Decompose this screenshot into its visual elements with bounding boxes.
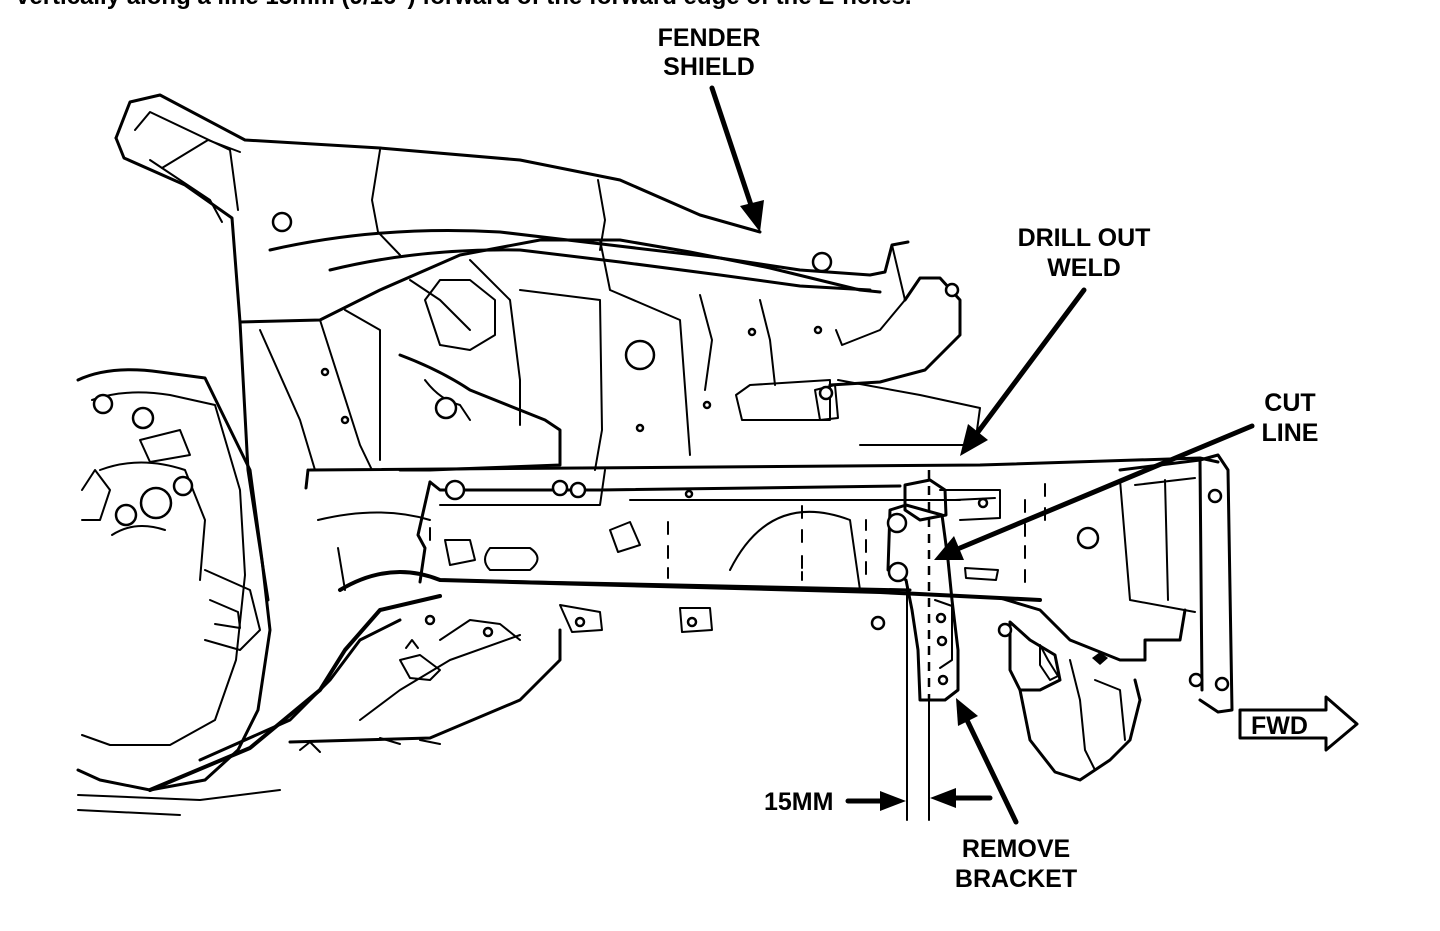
callout-arrows bbox=[709, 85, 1255, 825]
front-crossmember bbox=[997, 453, 1234, 782]
cut-line-arrowhead bbox=[934, 536, 964, 560]
drill-out-weld-arrow bbox=[975, 287, 1087, 435]
dimension-guides bbox=[906, 470, 931, 821]
remove-bracket-label-line2: BRACKET bbox=[955, 865, 1077, 893]
fender-shield-label-line1: FENDER bbox=[658, 24, 761, 52]
dimension-arrowhead-left bbox=[880, 791, 906, 811]
lower-suspension bbox=[77, 594, 562, 816]
callout-labels: FENDER SHIELD DRILL OUT WELD CUT LINE RE… bbox=[658, 24, 1319, 893]
fender-shield-part bbox=[268, 229, 981, 446]
remove-bracket-arrowhead bbox=[956, 698, 978, 726]
dimension-label: 15MM bbox=[764, 788, 833, 816]
cut-line-arrow bbox=[957, 423, 1255, 551]
fwd-label: FWD bbox=[1251, 712, 1308, 740]
fwd-arrow-outline bbox=[1238, 695, 1359, 752]
fender-shield-label-line2: SHIELD bbox=[663, 53, 755, 81]
fender-shield-arrowhead bbox=[740, 200, 764, 232]
cut-line-label-line2: LINE bbox=[1262, 419, 1319, 447]
remove-bracket-label-line1: REMOVE bbox=[962, 835, 1070, 863]
drill-out-weld-label-line1: DRILL OUT bbox=[1018, 224, 1151, 252]
dimension-arrowhead-right bbox=[930, 788, 956, 808]
strut-tower bbox=[114, 93, 882, 602]
fender-shield-arrow bbox=[709, 85, 755, 211]
drill-out-weld-label-line2: WELD bbox=[1047, 254, 1121, 282]
rail-slots bbox=[429, 483, 1046, 583]
fwd-direction-arrow: FWD bbox=[1238, 695, 1359, 752]
wheel-well-assembly bbox=[76, 368, 272, 792]
caption-text: vertically along a line 15mm (9/16") for… bbox=[16, 0, 912, 10]
remove-bracket-arrow bbox=[963, 715, 1019, 825]
drill-out-weld-arrowhead bbox=[960, 424, 988, 456]
cut-line-label-line1: CUT bbox=[1264, 389, 1315, 417]
